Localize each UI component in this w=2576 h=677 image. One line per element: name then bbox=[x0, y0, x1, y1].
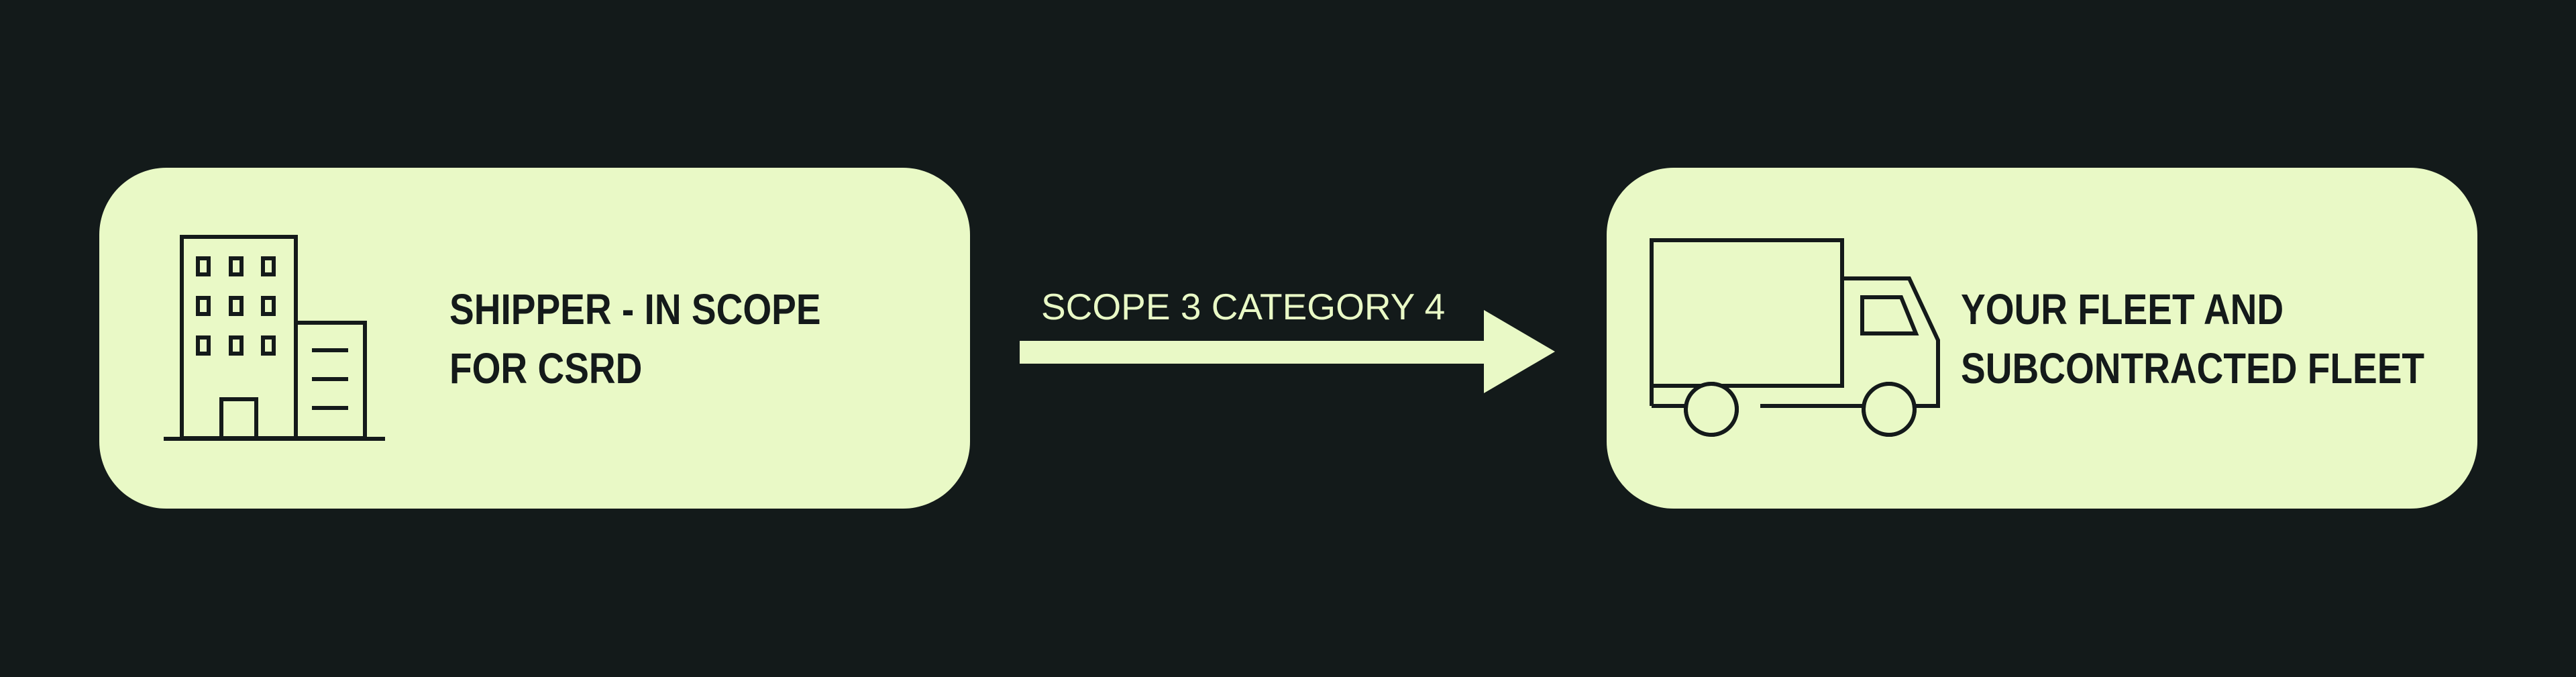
arrow-caption: SCOPE 3 CATEGORY 4 bbox=[1041, 286, 1446, 327]
delivery-truck-icon bbox=[1650, 238, 1951, 439]
fleet-card: YOUR FLEET AND SUBCONTRACTED FLEET bbox=[1607, 168, 2477, 509]
fleet-label-line-2: SUBCONTRACTED FLEET bbox=[1961, 344, 2425, 393]
office-building-icon bbox=[164, 235, 389, 443]
shipper-card: SHIPPER - IN SCOPE FOR CSRD bbox=[99, 168, 970, 509]
shipper-label-line-2: FOR CSRD bbox=[449, 344, 643, 393]
right-arrow-icon bbox=[1020, 310, 1556, 397]
shipper-label-line-1: SHIPPER - IN SCOPE bbox=[449, 285, 821, 333]
fleet-label-line-1: YOUR FLEET AND bbox=[1961, 285, 2284, 333]
shipper-label: SHIPPER - IN SCOPE FOR CSRD bbox=[449, 280, 821, 398]
fleet-label: YOUR FLEET AND SUBCONTRACTED FLEET bbox=[1961, 280, 2424, 398]
